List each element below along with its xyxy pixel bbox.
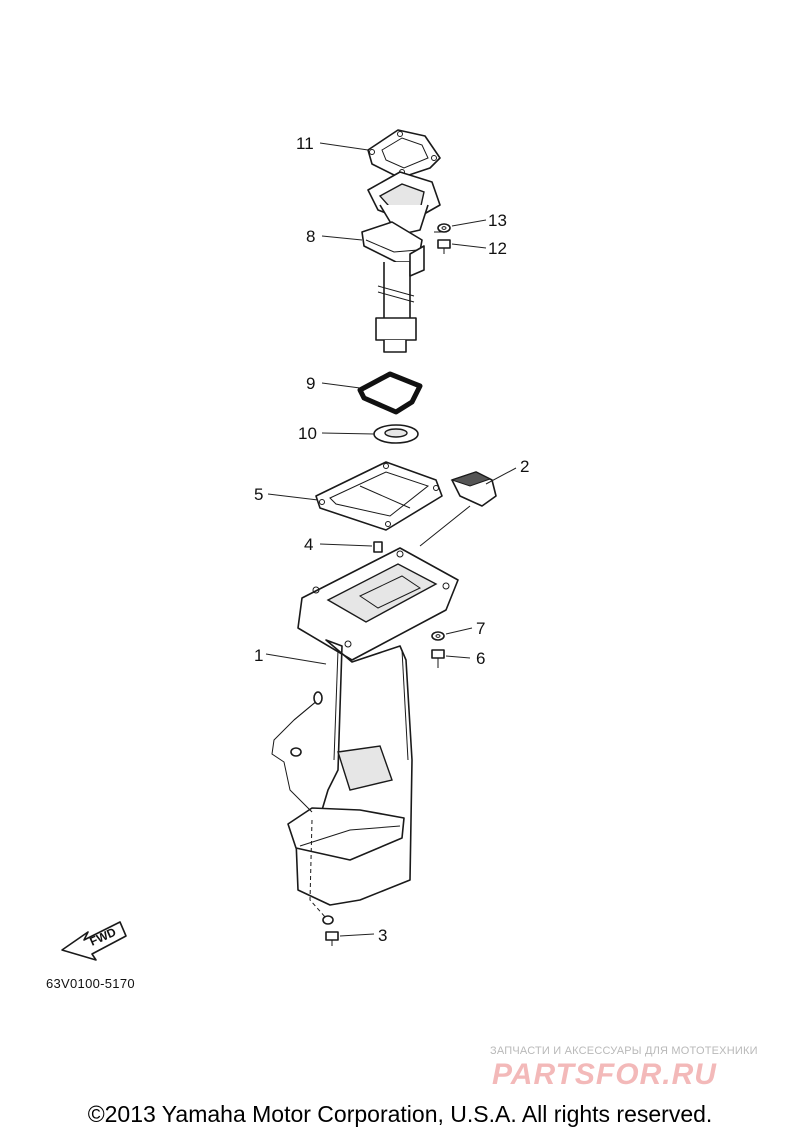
callout-4: 4 [304, 535, 313, 554]
part-6-bolt [431, 649, 445, 668]
callout-7: 7 [476, 619, 485, 638]
callout-8: 8 [306, 227, 315, 246]
part-3-screw [325, 931, 339, 946]
part-5-gasket [315, 461, 443, 531]
callout-leaders [265, 142, 517, 937]
callout-9: 9 [306, 374, 315, 393]
part-9-seal [357, 371, 423, 415]
part-8-exhaust-guide [361, 171, 441, 353]
watermark-logo: PARTSFOR.RU [492, 1058, 717, 1091]
callout-1: 1 [254, 646, 263, 665]
callout-12: 12 [488, 239, 507, 258]
part-7-washer [431, 631, 445, 641]
callout-11: 11 [296, 134, 314, 153]
part-10-mount [373, 424, 419, 444]
callout-2: 2 [520, 457, 529, 476]
callout-3: 3 [378, 926, 387, 945]
callout-labels: 11 13 8 12 9 10 2 5 4 7 1 6 3 [254, 134, 529, 945]
callout-13: 13 [488, 211, 507, 230]
copyright-notice: ©2013 Yamaha Motor Corporation, U.S.A. A… [87, 1101, 713, 1127]
part-11-gasket [367, 129, 441, 179]
part-2-cover [450, 471, 497, 507]
fwd-arrow-icon: FWD [61, 921, 127, 961]
callout-5: 5 [254, 485, 263, 504]
watermark-tagline: ЗАПЧАСТИ И АКСЕССУАРЫ ДЛЯ МОТОТЕХНИКИ [490, 1045, 758, 1057]
part-1-upper-casing [287, 547, 459, 906]
part-12-bolt [437, 239, 451, 254]
part-4-dowel-pin [373, 541, 383, 553]
part-13-washer [437, 223, 451, 233]
assembly-guide-lines [419, 231, 471, 547]
ground-wire [271, 691, 334, 925]
callout-10: 10 [298, 424, 317, 443]
figure-code: 63V0100-5170 [46, 976, 135, 991]
callout-6: 6 [476, 649, 485, 668]
